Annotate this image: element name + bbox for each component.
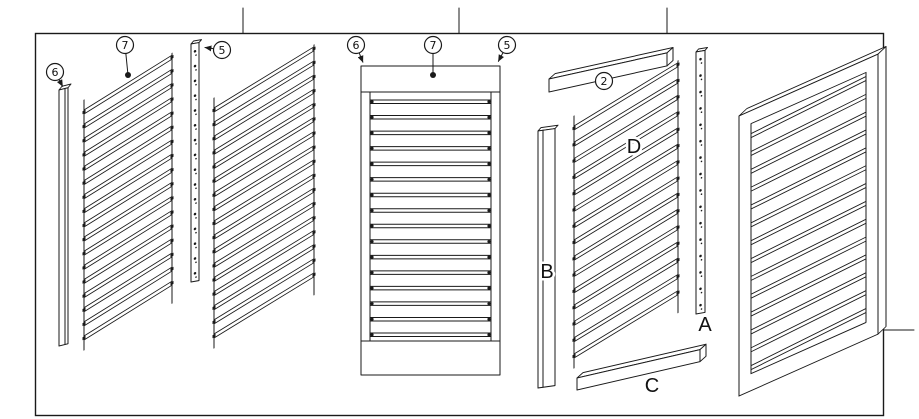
callout-6: 6 <box>346 35 366 63</box>
part-bottom-rail <box>576 343 707 391</box>
callout-balloon <box>212 40 232 60</box>
part-letter-B: B <box>540 261 553 283</box>
callout-balloon <box>594 71 614 91</box>
leader-line <box>125 53 129 76</box>
part-louver-ladder-mid <box>212 44 316 349</box>
callout-number: 2 <box>601 75 608 88</box>
part-letter-A: A <box>698 314 712 336</box>
leader-arrow <box>357 52 364 63</box>
leader-dot <box>430 72 436 78</box>
callout-number: 5 <box>504 39 511 52</box>
callout-7: 7 <box>423 35 443 78</box>
part-stile-b <box>537 124 559 389</box>
part-top-rail <box>548 46 674 93</box>
callout-number: 6 <box>353 39 360 52</box>
leader-arrow <box>204 45 214 52</box>
part-pin-stile-a <box>695 46 708 315</box>
callout-balloon <box>346 35 366 55</box>
callout-balloon <box>45 62 65 82</box>
callout-balloon <box>497 35 517 55</box>
callout-number: 5 <box>219 44 226 57</box>
part-louver-ladder-d <box>572 60 680 369</box>
callout-5: 5 <box>204 40 232 60</box>
callout-number: 7 <box>122 39 129 52</box>
leader-dot <box>125 72 131 78</box>
callout-balloon <box>423 35 443 55</box>
part-assembled-shutter <box>738 46 887 397</box>
callout-2: 2 <box>594 71 614 91</box>
leader-arrow <box>56 79 64 87</box>
callout-number: 7 <box>430 39 437 52</box>
part-louver-ladder-left <box>82 52 174 351</box>
part-letter-C: C <box>645 375 659 397</box>
part-letter-D: D <box>627 136 641 158</box>
leader-arrow <box>497 52 505 62</box>
callout-7: 7 <box>115 35 135 78</box>
callout-number: 6 <box>52 66 59 79</box>
callout-5: 5 <box>497 35 517 62</box>
callout-6: 6 <box>45 62 65 87</box>
part-pin-stile-left <box>190 39 202 283</box>
part-louver-panel-front <box>360 65 501 376</box>
part-end-stile-left <box>58 83 72 347</box>
callout-balloon <box>115 35 135 55</box>
